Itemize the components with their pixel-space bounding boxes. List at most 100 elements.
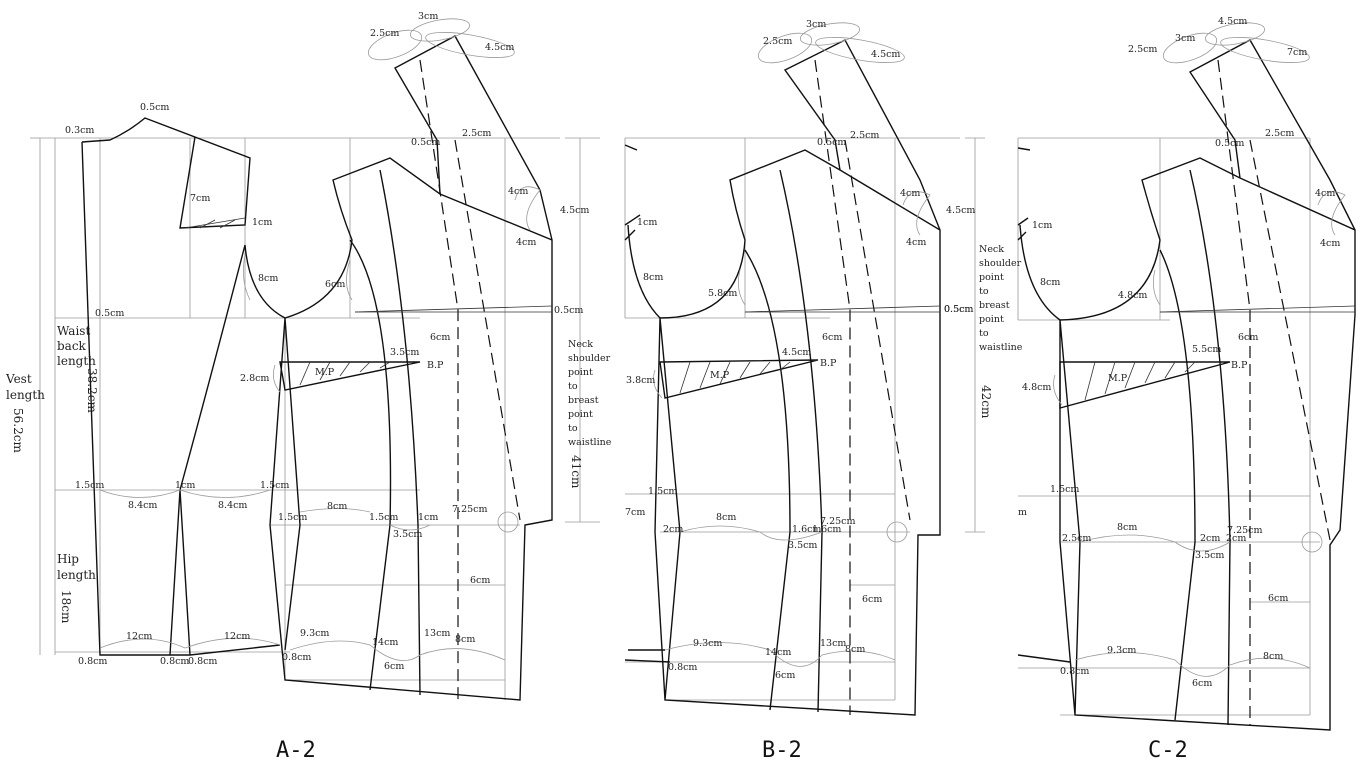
panel-a-measure-label: 13cm xyxy=(424,628,450,639)
b-right-title-5: point xyxy=(979,314,1004,325)
panel-a-measure-label: 8.4cm xyxy=(128,500,157,511)
panel-a-waist-back-length-label: Waist back length 38.2cm xyxy=(57,324,99,413)
panel-a-measure-label: 1.5cm xyxy=(369,512,398,523)
panel-a-measure-label: 12cm xyxy=(126,631,152,642)
panel-b-measure-label: 4.5cm xyxy=(871,49,900,60)
panel-a-pattern xyxy=(30,18,600,701)
panel-a-measure-label: 8cm xyxy=(455,634,475,645)
panel-c-measure-label: B.P xyxy=(1231,360,1248,371)
panel-b-measure-label: 7.25cm xyxy=(820,516,855,527)
panel-c-back-piece-fragment xyxy=(1017,147,1071,663)
panel-a-measure-label: 2.5cm xyxy=(370,28,399,39)
b-right-title-7: waistline xyxy=(979,342,1023,353)
panel-a-centre-front-line xyxy=(419,59,459,700)
panel-b-measure-label: 0.5cm xyxy=(944,304,973,315)
panel-b-measure-label: 8cm xyxy=(643,272,663,283)
panel-a-measure-label: 0.3cm xyxy=(65,125,94,136)
panel-c-measure-label: 3cm xyxy=(1175,33,1195,44)
vest-length-value: 56.2cm xyxy=(11,408,25,453)
panel-b-measure-label: 4.5cm xyxy=(782,347,811,358)
panel-a-measure-label: 6cm xyxy=(470,575,490,586)
b-right-title-3: to xyxy=(979,286,989,297)
panel-a-measure-label: 7cm xyxy=(190,193,210,204)
panel-a-breast-dart xyxy=(279,361,421,391)
panel-c-measure-label: 2.5cm xyxy=(1128,44,1157,55)
panel-b-measure-label: M.P xyxy=(710,370,730,381)
hip-length-value: 18cm xyxy=(59,590,73,624)
panel-b-neck-to-waist-label: Neck shoulder point to breast point to w… xyxy=(979,244,1023,419)
panel-b-measure-label: B.P xyxy=(820,358,837,369)
panel-c-measure-label: 8cm xyxy=(1263,651,1283,662)
panel-a-measure-label: 8.4cm xyxy=(218,500,247,511)
panel-b-measure-label: 1cm xyxy=(637,217,657,228)
panel-a-measure-label: 0.5cm xyxy=(140,102,169,113)
panel-b-measure-label: 8cm xyxy=(845,644,865,655)
b-right-title-0: Neck xyxy=(979,244,1004,255)
panel-a-measure-label: B.P xyxy=(427,360,444,371)
panel-b-measure-label: 5.8cm xyxy=(708,288,737,299)
panel-b-measure-label: 6cm xyxy=(822,332,842,343)
panel-a-measure-label: 3.5cm xyxy=(390,347,419,358)
panel-b-measure-label: 4cm xyxy=(900,188,920,199)
panel-c-measure-label: 2cm xyxy=(1200,533,1220,544)
waist-back-value: 38.2cm xyxy=(85,368,99,413)
b-right-title-2: point xyxy=(979,272,1004,283)
b-right-title-4: breast xyxy=(979,300,1010,311)
panel-a-measure-label: 6cm xyxy=(384,661,404,672)
panel-c-measure-label: 8cm xyxy=(1040,277,1060,288)
panel-c-measure-label: 6cm xyxy=(1268,593,1288,604)
panel-a-measure-label: 1cm xyxy=(175,480,195,491)
panel-c-measure-arcs xyxy=(1053,22,1346,677)
panel-c-measure-label: 1cm xyxy=(1032,220,1052,231)
panel-c-centre-front-line xyxy=(1217,59,1251,725)
measurement-labels: 0.5cm0.3cm7cm1cm8cm6cm0.5cm2.8cmM.P3.5cm… xyxy=(65,11,1340,689)
panel-c-measure-label: 4.8cm xyxy=(1022,382,1051,393)
panel-b-measure-label: 8cm xyxy=(716,512,736,523)
hip-length-title-line-2: length xyxy=(57,568,96,582)
panel-b-measure-label: 2cm xyxy=(663,524,683,535)
panel-c-measure-label: M.P xyxy=(1108,373,1128,384)
a-right-title-1: shoulder xyxy=(568,353,611,364)
panel-a-construction-lines xyxy=(30,137,600,700)
panel-c-caption: C-2 xyxy=(1148,738,1188,763)
panel-a-measure-label: 9.3cm xyxy=(300,628,329,639)
panel-a-measure-label: 4cm xyxy=(516,237,536,248)
panel-a-measure-label: 1.5cm xyxy=(260,480,289,491)
panel-c-measure-label: 6cm xyxy=(1192,678,1212,689)
a-right-title-2: point xyxy=(568,367,593,378)
panel-a-lapel-line xyxy=(454,139,521,521)
panel-a-measure-label: 4cm xyxy=(508,186,528,197)
panel-a-vest-length-label: Vest length 56.2cm xyxy=(5,372,45,453)
panel-c-measure-label: 0.8cm xyxy=(1060,666,1089,677)
panel-a-hip-length-label: Hip length 18cm xyxy=(57,552,96,624)
panel-a-measure-label: 6cm xyxy=(325,279,345,290)
waist-back-title-line-2: back xyxy=(57,339,87,353)
panel-c-measure-label: 8cm xyxy=(1117,522,1137,533)
panel-a-measure-label: 0.8cm xyxy=(282,652,311,663)
panel-a-measure-label: 0.8cm xyxy=(78,656,107,667)
panel-b-measure-label: 0.5cm xyxy=(817,137,846,148)
panel-c-lapel-line xyxy=(1249,139,1331,541)
panel-b-measure-label: 6cm xyxy=(862,594,882,605)
panel-a-measure-label: 0.5cm xyxy=(95,308,124,319)
waist-back-title-line-1: Waist xyxy=(57,324,90,338)
panel-c-measure-label: 5.5cm xyxy=(1192,344,1221,355)
panel-a-measure-label: 6cm xyxy=(430,332,450,343)
panel-b-breast-dart xyxy=(659,359,819,399)
panel-a-back-piece-outline xyxy=(81,117,286,656)
panel-c-measure-label: m xyxy=(1018,507,1027,518)
a-right-title-4: breast xyxy=(568,395,599,406)
panel-a-measure-label: 2.5cm xyxy=(462,128,491,139)
panel-a-measure-label: 14cm xyxy=(372,637,398,648)
panel-b-measure-label: 2.5cm xyxy=(763,36,792,47)
vest-length-title-line-2: length xyxy=(6,388,45,402)
panel-c-measure-label: 2cm xyxy=(1226,533,1246,544)
panel-b-measure-label: 6cm xyxy=(775,670,795,681)
vest-length-title-line-1: Vest xyxy=(5,372,32,386)
panel-b-measure-label: 3.5cm xyxy=(788,540,817,551)
panel-b-lapel-line xyxy=(844,139,911,521)
hip-length-title-line-1: Hip xyxy=(57,552,79,566)
panel-a-measure-label: 0.5cm xyxy=(554,305,583,316)
panel-b-measure-label: 3.8cm xyxy=(626,375,655,386)
